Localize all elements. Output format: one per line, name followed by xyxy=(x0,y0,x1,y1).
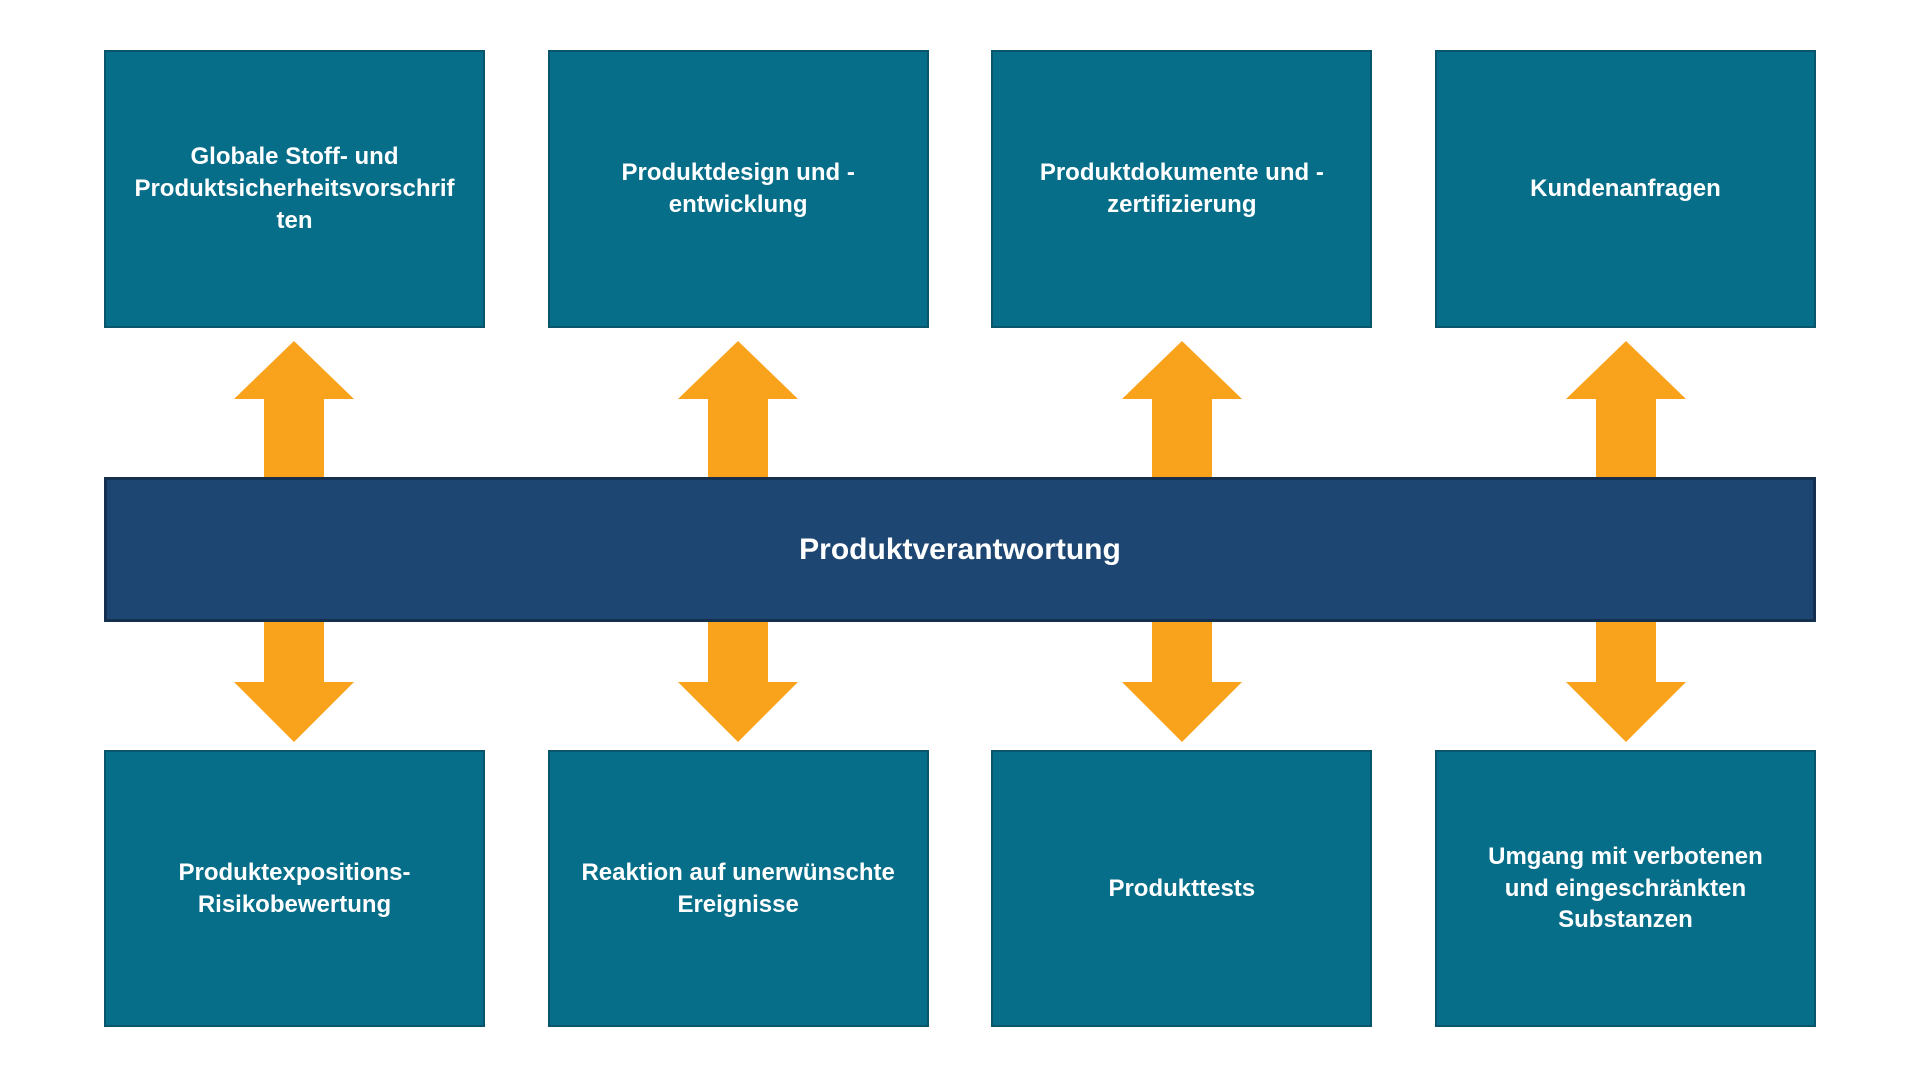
center-bar-label: Produktverantwortung xyxy=(799,532,1121,566)
box-label: Produktexpositions- Risikobewertung xyxy=(178,858,411,918)
box-umgang-substanzen: Umgang mit verbotenen und eingeschränkte… xyxy=(1434,750,1816,1027)
box-label: Reaktion auf unerwünschte Ereignisse xyxy=(581,858,895,918)
box-kundenanfragen: Kundenanfragen xyxy=(1434,50,1816,328)
box-label: Produkttests xyxy=(1108,874,1256,902)
arrow-down-icon-1 xyxy=(234,622,354,742)
box-produkttests: Produkttests xyxy=(991,750,1373,1027)
arrow-up-icon-2 xyxy=(678,341,798,477)
box-label: Kundenanfragen xyxy=(1530,175,1721,203)
box-globale-stoffvorschriften: Globale Stoff- und Produktsicherheitsvor… xyxy=(104,50,485,328)
box-produktexpositions-risikobewertung: Produktexpositions- Risikobewertung xyxy=(104,750,485,1027)
box-label: Produktdokumente und - zertifizierung xyxy=(1039,159,1324,218)
box-produktdokumente-zertifizierung: Produktdokumente und - zertifizierung xyxy=(991,50,1373,328)
box-label: Umgang mit verbotenen und eingeschränkte… xyxy=(1488,842,1763,934)
top-box-row: Globale Stoff- und Produktsicherheitsvor… xyxy=(104,50,1816,328)
arrow-up-icon-1 xyxy=(234,341,354,477)
box-label: Globale Stoff- und Produktsicherheitsvor… xyxy=(134,143,455,234)
bottom-box-row: Produktexpositions- Risikobewertung Reak… xyxy=(104,750,1816,1027)
box-reaktion-unerwuenschte-ereignisse: Reaktion auf unerwünschte Ereignisse xyxy=(547,750,929,1027)
center-bar-produktverantwortung: Produktverantwortung xyxy=(104,477,1816,622)
box-label: Produktdesign und - entwicklung xyxy=(621,159,855,218)
arrow-up-icon-3 xyxy=(1122,341,1242,477)
arrow-down-icon-3 xyxy=(1122,622,1242,742)
box-produktdesign-entwicklung: Produktdesign und - entwicklung xyxy=(547,50,929,328)
arrow-down-icon-4 xyxy=(1566,622,1686,742)
arrow-up-icon-4 xyxy=(1566,341,1686,477)
arrow-down-icon-2 xyxy=(678,622,798,742)
